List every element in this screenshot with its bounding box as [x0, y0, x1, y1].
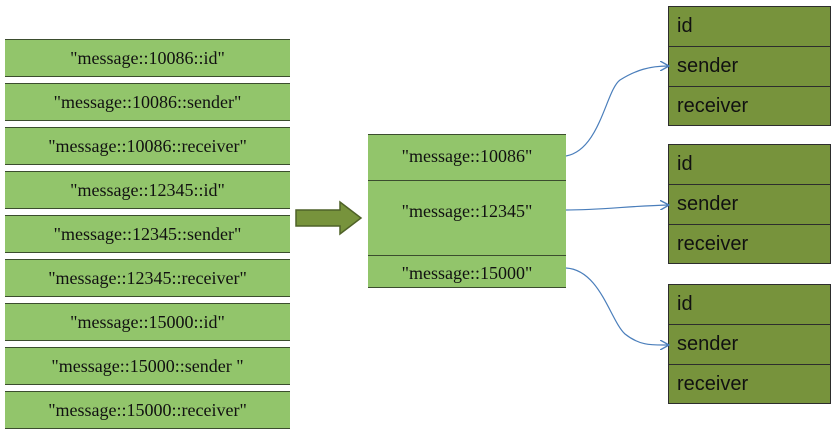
- hash-key-group: "message::10086" "message::12345" "messa…: [368, 134, 566, 288]
- field-row: id: [669, 145, 830, 185]
- key-item: "message::15000::sender ": [5, 347, 290, 385]
- hash-key: "message::15000": [401, 262, 533, 283]
- key-item: "message::10086::sender": [5, 83, 290, 121]
- divider: [368, 255, 566, 256]
- diagram: "message::10086::id" "message::10086::se…: [5, 0, 838, 429]
- key-item: "message::10086::receiver": [5, 127, 290, 165]
- field-row: sender: [669, 185, 830, 225]
- key-item: "message::12345::id": [5, 171, 290, 209]
- field-table: id sender receiver: [668, 6, 831, 126]
- field-row: sender: [669, 47, 830, 87]
- field-row: id: [669, 7, 830, 47]
- key-item: "message::12345::receiver": [5, 259, 290, 297]
- connectors: [295, 0, 838, 411]
- field-table: id sender receiver: [668, 144, 831, 264]
- key-item: "message::15000::id": [5, 303, 290, 341]
- connector-arrow: [565, 66, 668, 157]
- divider: [368, 180, 566, 181]
- connector-arrow: [565, 267, 668, 345]
- connector-arrow: [565, 205, 668, 211]
- field-row: receiver: [677, 95, 749, 117]
- field-table: id sender receiver: [668, 284, 831, 404]
- field-row: receiver: [677, 233, 749, 255]
- transform-arrow-icon: [295, 200, 363, 236]
- key-item: "message::10086::id": [5, 39, 290, 77]
- key-item: "message::12345::sender": [5, 215, 290, 253]
- field-row: sender: [669, 325, 830, 365]
- field-row: receiver: [677, 373, 749, 395]
- field-row: id: [669, 285, 830, 325]
- hash-key: "message::10086": [401, 145, 533, 166]
- hash-key: "message::12345": [401, 200, 533, 221]
